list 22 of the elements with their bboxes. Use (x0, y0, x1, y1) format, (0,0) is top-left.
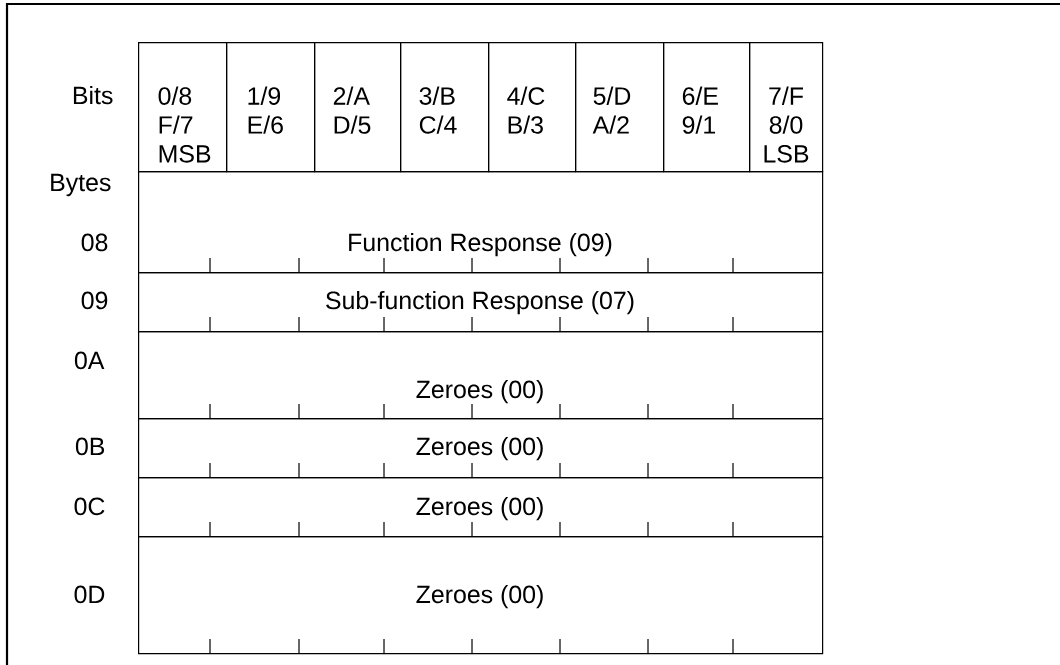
bit-cell: 0/8 F/7 MSB (138, 42, 228, 173)
bit-cell: 5/D A/2 (575, 42, 665, 173)
field-row: Sub-function Response (07) (138, 272, 824, 333)
field-row: Zeroes (00) (138, 418, 824, 479)
byte-offset: 09 (81, 291, 108, 310)
byte-offset: 0A (74, 351, 105, 370)
byte-offset: 0D (74, 585, 105, 604)
byte-offset: 08 (81, 233, 108, 252)
bit-cell: 4/C B/3 (488, 42, 577, 173)
field-row: Zeroes (00) (138, 536, 824, 655)
byte-offset: 0B (75, 437, 105, 456)
axis-label: Bytes (51, 173, 111, 197)
bit-cell: 1/9 E/6 (226, 42, 316, 173)
field-row: Function Response (09) (138, 171, 824, 274)
bit-cell: 2/A D/5 (314, 42, 402, 173)
field-row: Zeroes (00) (138, 477, 824, 538)
bit-cell: 6/E 9/1 (663, 42, 751, 173)
byte-offset: 0C (74, 497, 105, 516)
field-row: Zeroes (00) (138, 331, 824, 420)
bit-cell: 3/B C/4 (400, 42, 490, 173)
axis-label: Bits (73, 85, 113, 105)
bit-cell: 7/F 8/0 LSB (749, 42, 824, 173)
